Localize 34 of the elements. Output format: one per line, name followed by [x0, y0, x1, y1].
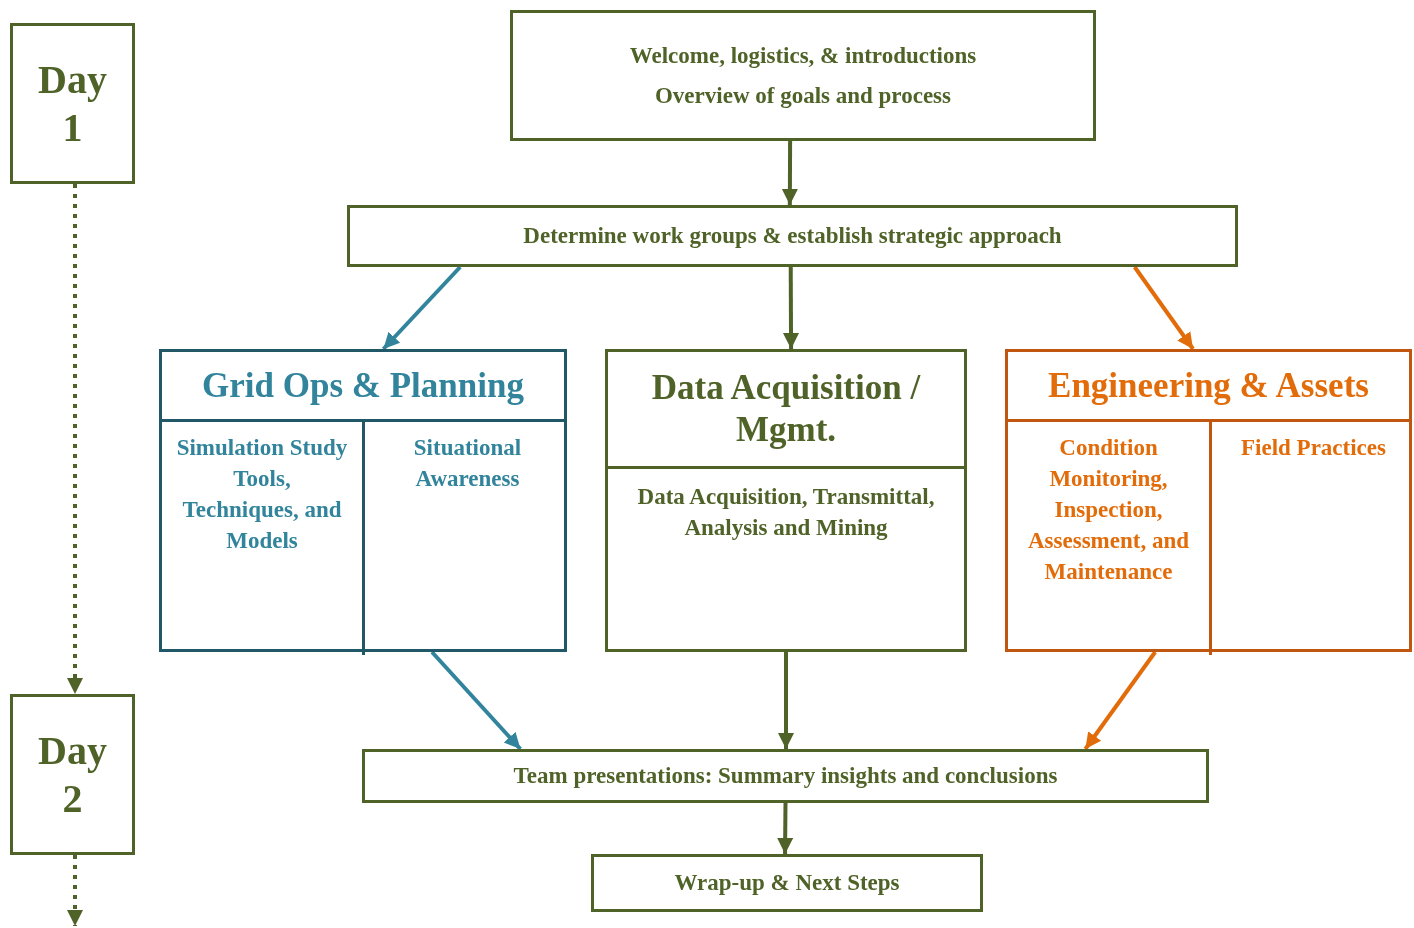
box-text: Wrap-up & Next Steps: [673, 870, 901, 896]
column-text: Situational Awareness: [412, 434, 523, 494]
group-panel: [1005, 349, 1412, 652]
arrow: [1083, 650, 1157, 751]
group-panel: [605, 349, 967, 652]
group-panel: [159, 349, 567, 652]
process-box: [510, 10, 1096, 141]
column-text: Simulation Study Tools, Techniques, and Models: [175, 434, 349, 556]
panel-heading: Engineering & Assets: [1048, 364, 1369, 407]
arrow: [783, 267, 799, 349]
arrow: [1133, 265, 1195, 351]
column-text: Field Practices: [1240, 434, 1387, 462]
arrow: [777, 802, 794, 855]
panel-text: Data Acquisition, Transmittal, Analysis and Mining: [636, 483, 936, 543]
arrow: [778, 652, 794, 749]
box-text: Determine work groups & establish strategic approach: [522, 223, 1063, 249]
dotted-arrow: [67, 184, 83, 694]
panel-heading: Data Acquisition / Mgmt.: [650, 367, 922, 451]
arrow: [381, 265, 462, 351]
box-text: Team presentations: Summary insights and conclusions: [512, 763, 1059, 789]
day-label: Day 1: [37, 55, 108, 152]
arrow: [430, 650, 522, 751]
panel-heading: Grid Ops & Planning: [202, 364, 524, 407]
process-box: [591, 854, 983, 912]
box-text: Overview of goals and process: [654, 82, 952, 109]
box-text: Welcome, logistics, & introductions: [628, 42, 978, 69]
arrow: [781, 141, 798, 205]
dotted-arrow: [67, 855, 83, 926]
column-text: Condition Monitoring, Inspection, Assessment, and Maintenance: [1027, 434, 1190, 587]
process-box: [362, 749, 1209, 803]
day-box: [10, 23, 135, 184]
day-box: [10, 694, 135, 855]
process-box: [347, 205, 1238, 267]
day-label: Day 2: [37, 726, 108, 823]
